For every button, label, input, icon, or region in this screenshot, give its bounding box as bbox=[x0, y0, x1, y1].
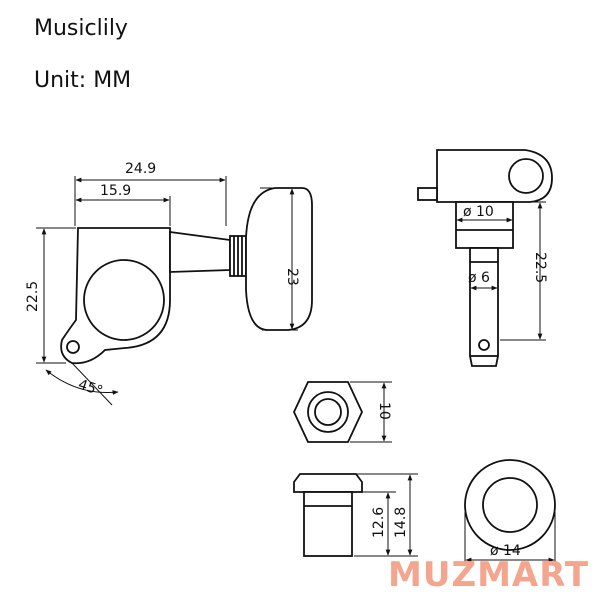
watermark: MUZMART bbox=[388, 555, 589, 595]
dim-label-phi-14: ø 14 bbox=[490, 543, 521, 559]
dim-label-14-8: 14.8 bbox=[393, 507, 409, 538]
brand-title: Musiclily bbox=[34, 16, 128, 41]
side-view bbox=[417, 149, 553, 367]
nut-dimensions bbox=[350, 381, 392, 443]
bushing bbox=[293, 473, 363, 557]
front-view bbox=[60, 187, 313, 365]
front-dimensions bbox=[36, 176, 298, 406]
angle-arc bbox=[45, 369, 119, 395]
dim-label-phi-10: ø 10 bbox=[463, 204, 494, 220]
side-bushing bbox=[455, 201, 514, 249]
gear-hole bbox=[83, 259, 165, 341]
dim-label-phi-6: ø 6 bbox=[468, 270, 490, 286]
side-post bbox=[469, 247, 499, 357]
side-dimensions bbox=[456, 201, 546, 341]
dim-label-10: 10 bbox=[376, 402, 392, 420]
string-hole bbox=[478, 339, 490, 351]
dim-label-22-5-side: 22.5 bbox=[532, 252, 548, 283]
dim-label-22-5-front: 22.5 bbox=[25, 281, 41, 312]
hex-nut bbox=[293, 381, 363, 443]
mounting-tab-hole bbox=[66, 340, 80, 354]
dim-label-24-9: 24.9 bbox=[125, 161, 156, 177]
dim-label-23: 23 bbox=[284, 268, 300, 286]
side-tab bbox=[417, 187, 438, 201]
washer bbox=[464, 459, 556, 551]
dim-label-angle: 45° bbox=[76, 377, 105, 400]
dim-label-15-9: 15.9 bbox=[100, 183, 131, 199]
washer-dimensions bbox=[464, 512, 556, 566]
tuner-button bbox=[245, 187, 313, 331]
bushing-dimensions bbox=[354, 473, 418, 557]
side-button-circle bbox=[508, 158, 544, 194]
tuner-shaft bbox=[169, 230, 231, 273]
dim-label-12-6: 12.6 bbox=[371, 507, 387, 538]
unit-label: Unit: MM bbox=[34, 68, 132, 93]
